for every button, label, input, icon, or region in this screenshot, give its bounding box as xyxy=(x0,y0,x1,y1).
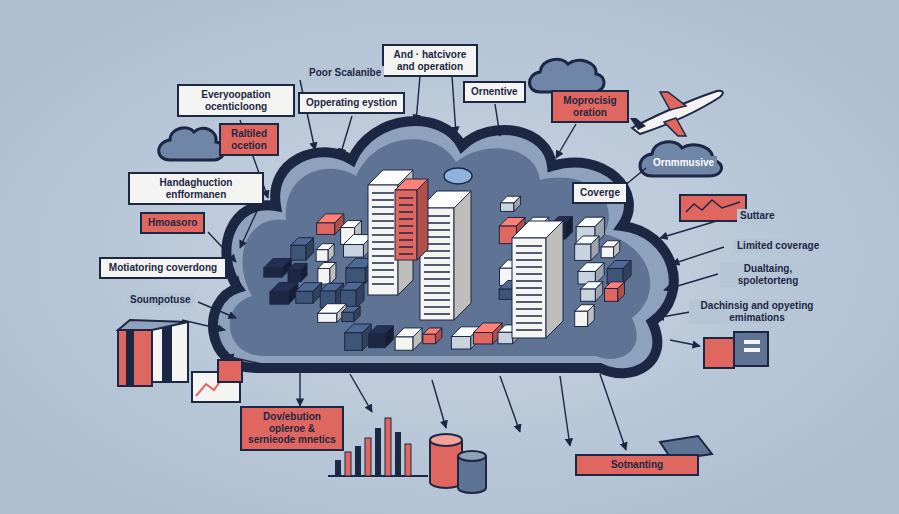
leader-arrow xyxy=(656,312,690,318)
leader-arrow xyxy=(560,376,570,446)
label-box: Everyoopation ocenticloong xyxy=(177,84,295,117)
leader-arrow xyxy=(452,76,456,134)
leader-arrow xyxy=(664,274,718,290)
box-text: Ornentive xyxy=(471,86,518,98)
red-label-box: Hmoasoro xyxy=(140,212,205,234)
small-cloud xyxy=(159,128,224,160)
label-box: And · hatcivore and operation xyxy=(382,44,478,77)
leader-arrow xyxy=(416,76,420,122)
leader-arrow xyxy=(240,200,262,248)
box-text: Dov/ebution opleroe & sernieode mnetics xyxy=(248,411,336,446)
server-cubes xyxy=(264,168,631,350)
red-label-box: Dov/ebution opleroe & sernieode mnetics xyxy=(240,406,344,451)
label-text: Limited coverage xyxy=(734,239,822,253)
label-box: Motiatoring coverdong xyxy=(99,257,227,279)
leader-arrow xyxy=(495,104,500,136)
leader-arrow xyxy=(670,340,700,346)
red-label-box: Raltiled ocetion xyxy=(219,123,279,156)
leader-arrow xyxy=(299,372,300,406)
box-text: Moprocisig oration xyxy=(559,95,621,118)
label-text: Suttare xyxy=(737,209,777,223)
leader-arrow xyxy=(300,80,315,150)
bottom-icons xyxy=(118,195,768,493)
box-text: And · hatcivore and operation xyxy=(390,49,470,72)
red-label-box: Moprocisig oration xyxy=(551,90,629,123)
leader-arrows xyxy=(182,76,730,450)
leader-arrow xyxy=(340,116,352,156)
label-text: Dachinsig and opyeting emimations xyxy=(689,299,825,324)
small-cloud xyxy=(640,142,722,176)
label-text: Poor Scalanibe xyxy=(306,66,384,80)
label-box: Ornentive xyxy=(463,81,526,103)
leader-arrow xyxy=(432,380,446,428)
leader-arrow xyxy=(500,376,520,432)
leader-arrow xyxy=(230,272,240,284)
label-box: Handaghuction enfformanen xyxy=(128,172,264,205)
small-cloud xyxy=(530,59,605,92)
label-box: Coverge xyxy=(572,182,628,204)
red-label-box: Sotnanting xyxy=(575,454,699,476)
box-text: Raltiled ocetion xyxy=(227,128,271,151)
airplane xyxy=(630,91,723,136)
leader-arrow xyxy=(350,374,372,412)
label-text: Ornmmusive xyxy=(650,156,717,170)
box-text: Handaghuction enfformanen xyxy=(136,177,256,200)
box-text: Hmoasoro xyxy=(148,217,197,229)
leader-arrow xyxy=(600,374,626,450)
leader-arrow xyxy=(556,124,576,158)
leader-arrow xyxy=(198,302,236,318)
box-text: Everyoopation ocenticloong xyxy=(185,89,287,112)
box-text: Coverge xyxy=(580,187,620,199)
box-text: Motiatoring coverdong xyxy=(107,262,219,274)
label-box: Opperating eystion xyxy=(298,92,405,114)
cloud-outline xyxy=(213,121,674,373)
box-text: Opperating eystion xyxy=(306,97,397,109)
label-text: Dualtaing, spoletorteng xyxy=(720,262,816,287)
cloud-interior xyxy=(230,139,650,359)
label-text: Soumpotuse xyxy=(127,293,194,307)
leader-arrow xyxy=(672,247,724,264)
box-text: Sotnanting xyxy=(583,459,691,471)
